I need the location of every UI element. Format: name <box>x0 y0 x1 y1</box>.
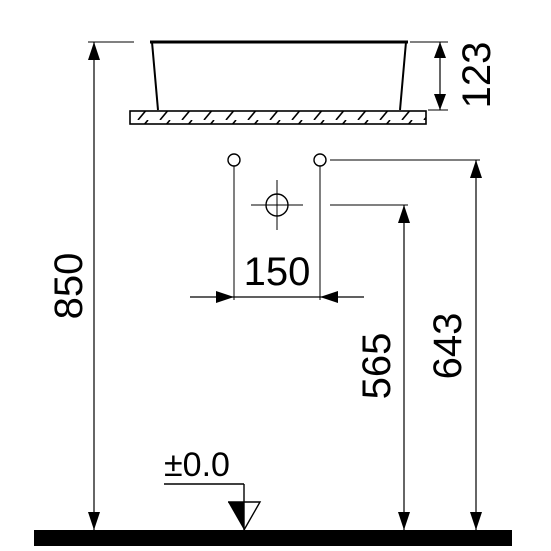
arrow-head <box>398 512 410 530</box>
dimension-tap-spacing: 150 <box>190 250 364 303</box>
tap-spacing-label: 150 <box>244 250 311 294</box>
arrow-head <box>320 291 338 303</box>
countertop-slab <box>129 110 427 125</box>
basin-height-label: 123 <box>455 42 499 109</box>
basin-outline <box>150 41 408 111</box>
floor-level-label: ±0.0 <box>164 446 230 484</box>
waste-height-label: 565 <box>355 333 399 400</box>
dimension-waste-height: 565 <box>355 205 410 530</box>
arrow-head <box>216 291 234 303</box>
countertop <box>129 110 427 125</box>
right-tap-hole <box>313 153 327 167</box>
basin <box>150 40 408 111</box>
left-tap-hole <box>227 153 241 167</box>
arrow-head <box>88 42 100 60</box>
arrow-head <box>398 205 410 223</box>
floor <box>34 530 512 546</box>
arrow-head <box>434 94 446 110</box>
arrow-head <box>434 42 446 58</box>
dimension-supply-height: 643 <box>426 160 482 530</box>
mounting-height-label: 850 <box>47 253 91 320</box>
arrow-head <box>470 512 482 530</box>
floor-level-marker: ±0.0 <box>164 446 262 531</box>
supply-height-label: 643 <box>426 313 470 380</box>
arrow-head <box>470 160 482 178</box>
waste-outlet <box>251 180 408 230</box>
level-triangle-fill <box>228 502 244 530</box>
dimension-mounting-height: 850 <box>47 41 134 530</box>
tap-holes <box>227 153 480 300</box>
dimension-basin-height: 123 <box>410 41 499 111</box>
arrow-head <box>88 512 100 530</box>
